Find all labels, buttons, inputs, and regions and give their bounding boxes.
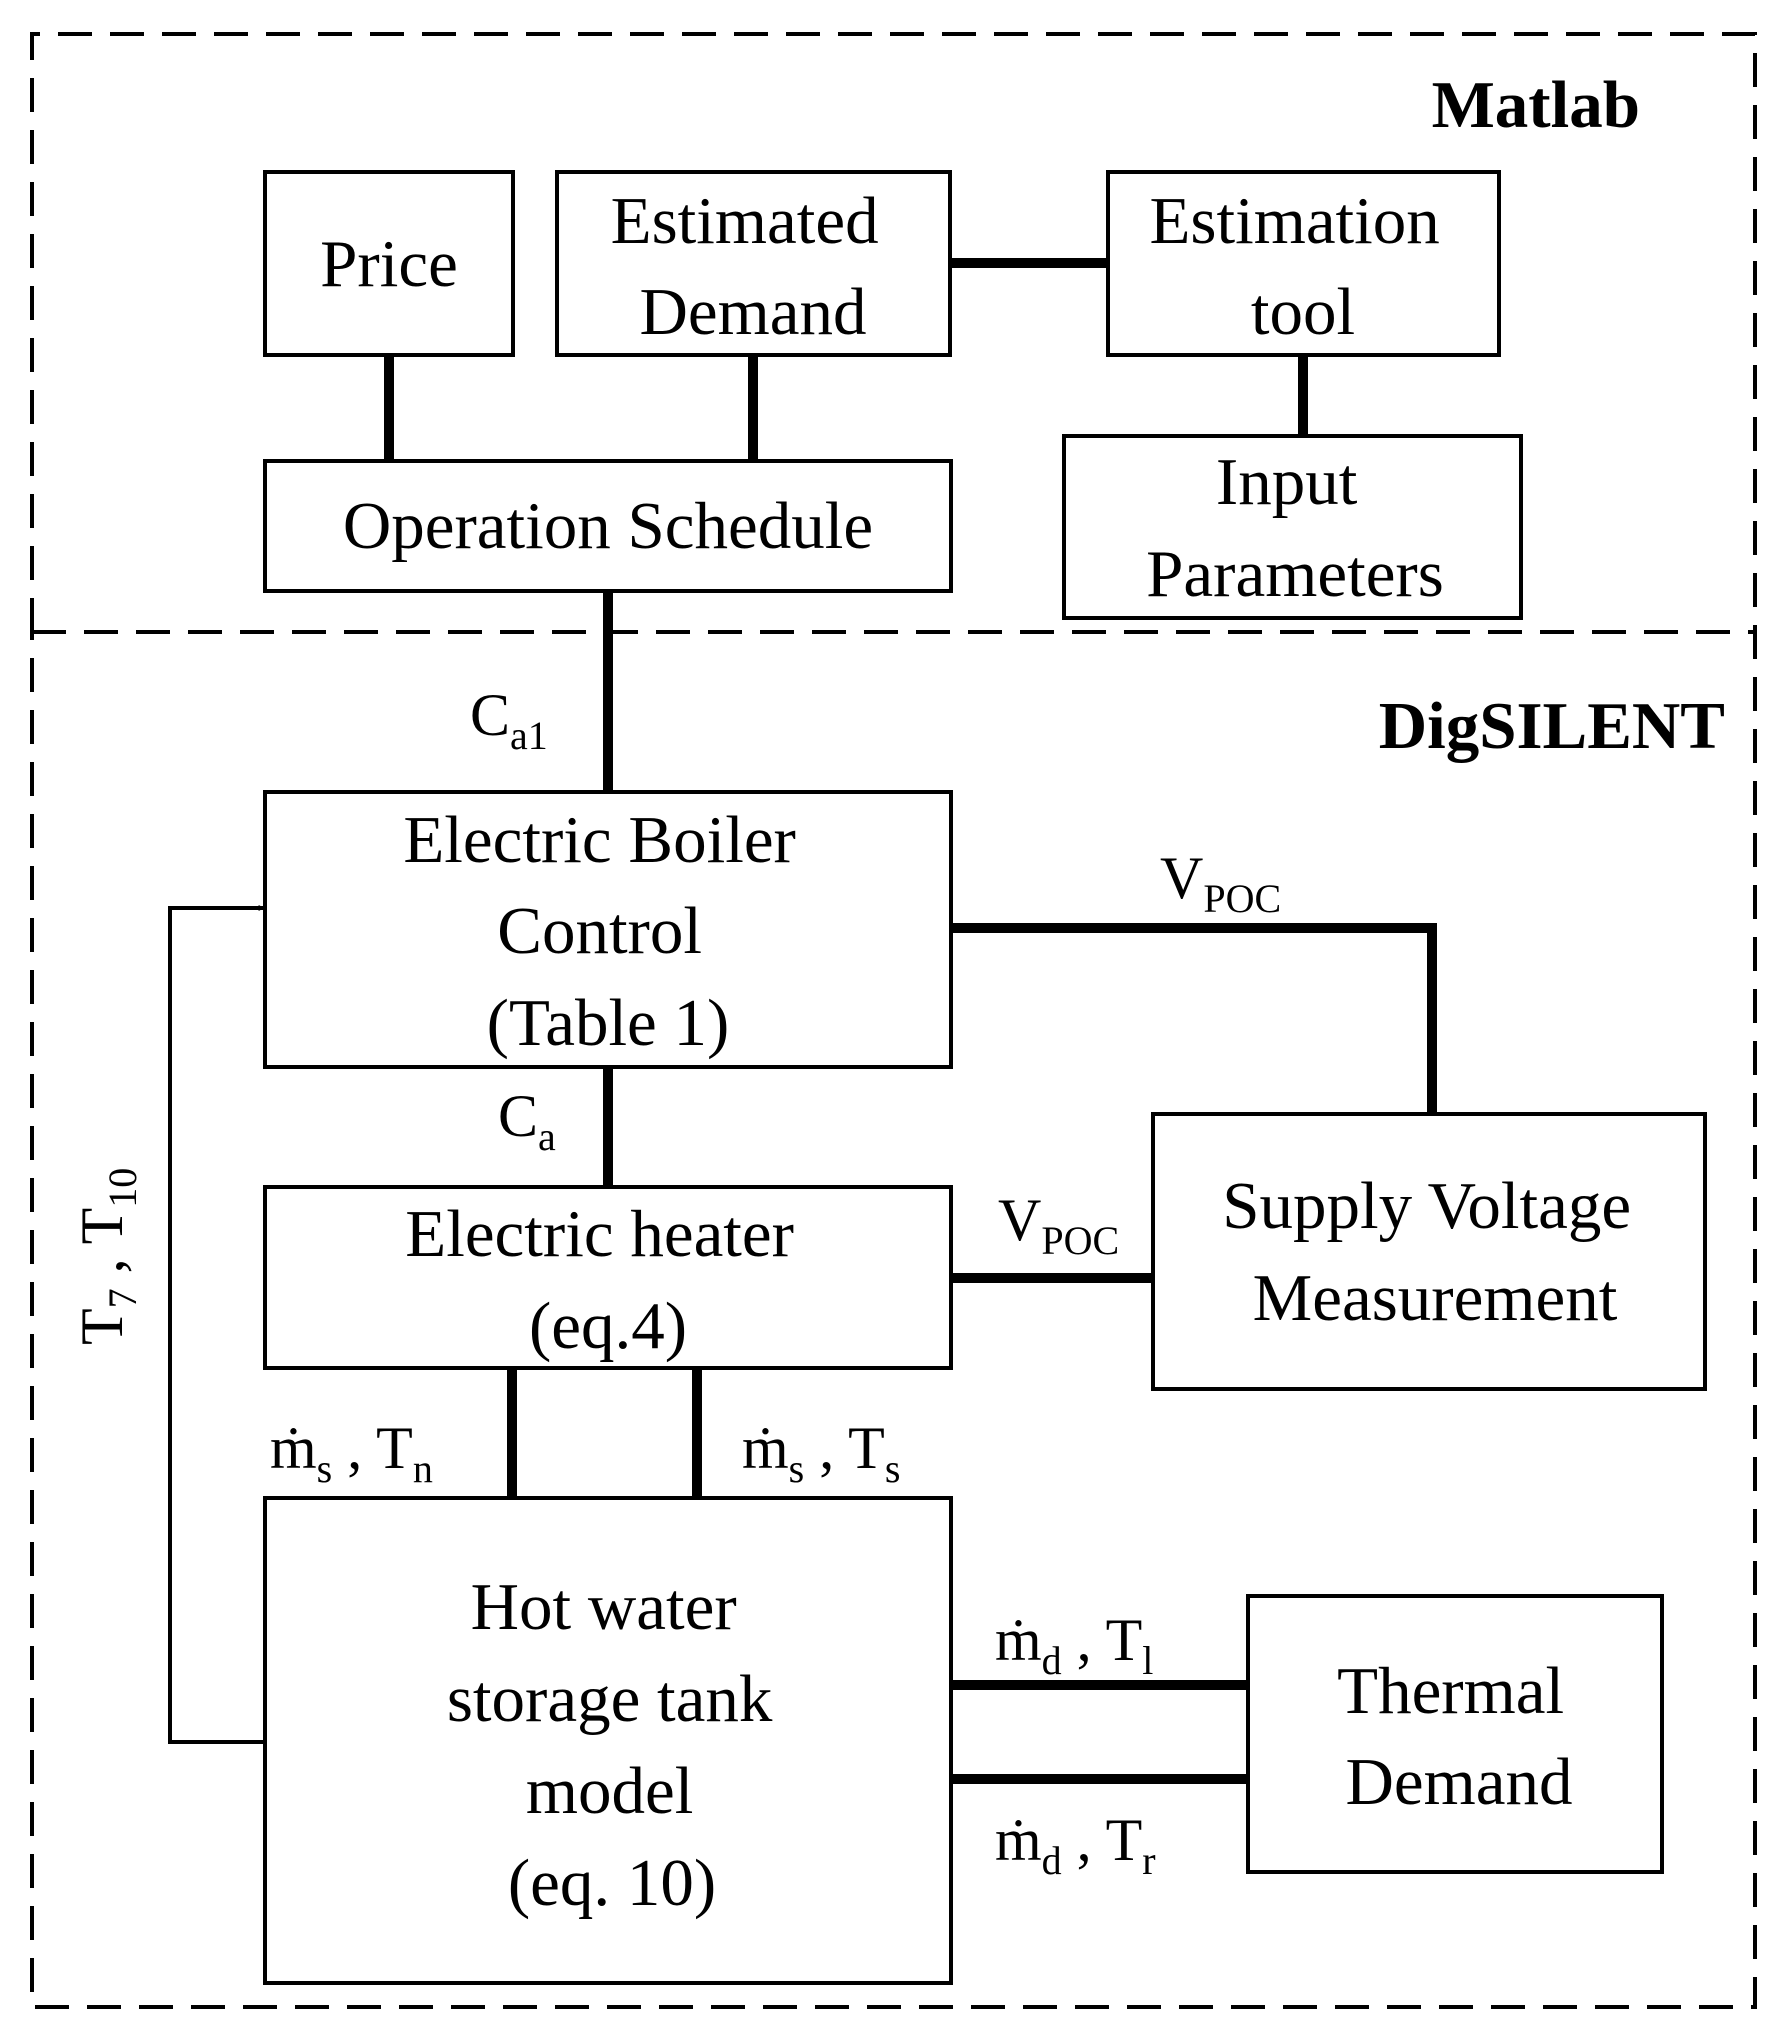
operation-schedule-label: Operation Schedule <box>343 489 873 563</box>
signal-ca: Ca <box>498 1083 556 1159</box>
operation-schedule-box <box>263 459 953 593</box>
price-block: Price <box>263 170 515 357</box>
electric-heater-line-1: Electric heater <box>405 1197 794 1271</box>
svg-text:Input Parameters: Input Parameters <box>1146 445 1444 611</box>
supply-voltage-block: Supply Voltage Measurement <box>1151 1112 1707 1391</box>
input-parameters-block: Input Parameters <box>1062 434 1523 620</box>
supply-voltage-line-2: Measurement <box>1253 1261 1618 1335</box>
signal-tank-to-heater: ṁs , Tn <box>270 1415 433 1491</box>
signal-vpoc-control: VPOC <box>1160 845 1281 921</box>
matlab-frame <box>30 32 1757 632</box>
thermal-demand-line-1: Thermal <box>1337 1654 1564 1728</box>
svg-text:Price: Price <box>320 227 458 301</box>
estimation-tool-block: Estimation tool <box>1106 170 1501 357</box>
electric-heater-block: Electric heater (eq.4) <box>263 1185 953 1370</box>
boiler-control-line-2: Control <box>497 894 702 968</box>
storage-tank-box <box>263 1496 953 1985</box>
estimation-tool-box <box>1106 170 1501 357</box>
estimation-tool-line-2: tool <box>1251 275 1355 349</box>
arrow-voltage-to-control <box>952 923 1437 1114</box>
storage-tank-line-3: model <box>526 1754 693 1828</box>
input-parameters-box <box>1062 434 1523 620</box>
signal-demand-to-tank: ṁd , Tr <box>995 1807 1156 1883</box>
boiler-control-line-3: (Table 1) <box>487 986 730 1060</box>
signal-tank-to-demand: ṁd , Tl <box>995 1607 1153 1683</box>
storage-tank-line-1: Hot water <box>471 1570 737 1644</box>
connections <box>168 258 1437 1784</box>
svg-text:Electric heater (eq.4): Electric heater (eq.4) <box>405 1197 810 1363</box>
estimated-demand-block: Estimated Demand <box>555 170 952 357</box>
price-box <box>263 170 515 357</box>
svg-text:Electric Boiler Control: Electric Boiler Control (Table 1) <box>403 803 812 1060</box>
signal-feedback-temps: T7 , T10 <box>69 1168 145 1345</box>
estimated-demand-box <box>555 170 952 357</box>
digsilent-frame <box>30 630 1757 2009</box>
supply-voltage-line-1: Supply Voltage <box>1222 1169 1631 1243</box>
svg-text:Operation Schedule: Operation Schedule <box>343 489 873 563</box>
electric-heater-box <box>263 1185 953 1370</box>
digsilent-title: DigSILENT <box>1379 689 1725 763</box>
digsilent-section: DigSILENT <box>30 630 1757 2009</box>
thermal-demand-block: Thermal Demand <box>1246 1594 1664 1874</box>
supply-voltage-box <box>1151 1112 1707 1391</box>
thermal-demand-line-2: Demand <box>1346 1745 1573 1819</box>
signal-vpoc-heater: VPOC <box>998 1187 1119 1263</box>
estimation-tool-line-1: Estimation <box>1149 184 1439 258</box>
storage-tank-block: Hot water storage tank model (eq. 10) <box>263 1496 953 1985</box>
svg-text:Thermal Demand: Thermal Demand <box>1337 1654 1581 1819</box>
storage-tank-line-2: storage tank <box>447 1662 773 1736</box>
svg-text:Hot water storage tank: Hot water storage tank model (eq. 10) <box>447 1570 789 1920</box>
signal-heater-to-tank: ṁs , Ts <box>742 1415 900 1491</box>
matlab-section: Matlab <box>30 32 1757 632</box>
price-label: Price <box>320 227 458 301</box>
electric-heater-line-2: (eq.4) <box>529 1289 687 1363</box>
storage-tank-line-4: (eq. 10) <box>508 1846 716 1920</box>
input-parameters-line-1: Input <box>1216 445 1358 519</box>
boiler-control-box <box>263 790 953 1069</box>
boiler-control-line-1: Electric Boiler <box>403 803 796 877</box>
signal-ca1: Ca1 <box>470 682 548 758</box>
matlab-title: Matlab <box>1432 68 1640 142</box>
svg-text:Supply Voltage Measureme: Supply Voltage Measurement <box>1222 1169 1648 1335</box>
boiler-control-block: Electric Boiler Control (Table 1) <box>263 790 953 1069</box>
operation-schedule-block: Operation Schedule <box>263 459 953 593</box>
svg-text:Estimation tool: Estimation tool <box>1149 184 1456 349</box>
estimated-demand-line-2: Demand <box>640 275 867 349</box>
thermal-demand-box <box>1246 1594 1664 1874</box>
arrow-feedback-to-control <box>168 905 265 1744</box>
estimated-demand-line-1: Estimated <box>611 184 879 258</box>
input-parameters-line-2: Parameters <box>1146 537 1444 611</box>
svg-text:Estimated Demand: Estimated Demand <box>611 184 896 349</box>
